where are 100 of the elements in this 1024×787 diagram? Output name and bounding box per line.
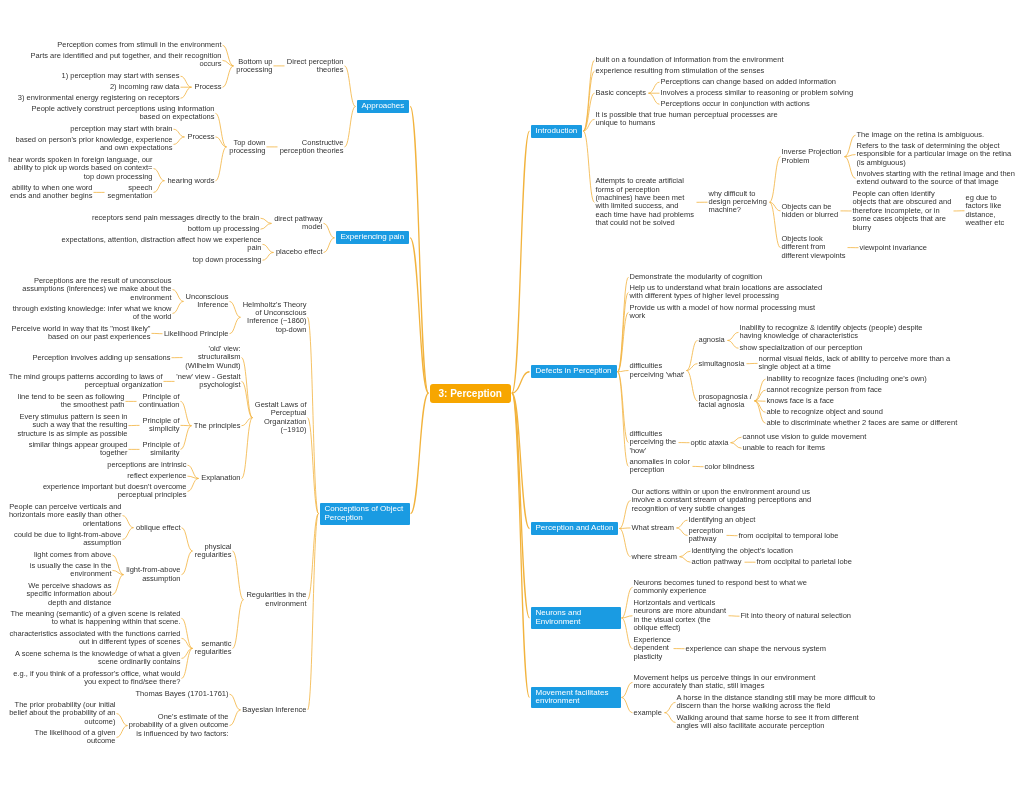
branch-topic-box: Introduction	[530, 124, 583, 138]
connector-line	[222, 44, 234, 67]
connector-line	[409, 105, 430, 394]
connector-line	[323, 223, 335, 239]
connector-line	[180, 401, 192, 427]
connector-line	[511, 130, 531, 394]
connector-line	[746, 363, 758, 365]
connector-line	[754, 378, 766, 402]
connector-line	[621, 697, 633, 714]
connector-line	[307, 417, 319, 514]
connector-line	[409, 392, 430, 515]
connector-line	[222, 60, 234, 67]
connector-line	[648, 92, 660, 105]
connector-line	[618, 528, 631, 558]
connector-line	[511, 371, 531, 394]
connector-line	[180, 86, 192, 88]
connector-line	[730, 436, 742, 444]
connector-line	[180, 75, 192, 88]
connector-line	[323, 237, 335, 253]
connector-line	[229, 316, 241, 335]
connector-line	[511, 392, 531, 699]
connector-line	[232, 550, 244, 601]
connector-line	[679, 556, 691, 563]
connector-line	[648, 92, 660, 94]
connector-line	[769, 156, 781, 203]
branch-topic-box: Perception and Action	[530, 522, 619, 535]
connector-line	[617, 292, 629, 373]
connector-line	[180, 86, 192, 99]
connector-line	[344, 106, 356, 148]
connector-line	[172, 289, 184, 302]
connector-line	[307, 316, 319, 514]
connector-line	[116, 725, 128, 738]
connector-line	[617, 371, 629, 467]
connector-line	[229, 301, 241, 318]
connector-line	[93, 192, 105, 193]
connector-line	[241, 417, 253, 479]
connector-line	[215, 136, 227, 148]
connector-line	[112, 554, 124, 576]
connector-line	[180, 425, 192, 427]
connector-line	[686, 363, 698, 371]
connector-line	[676, 527, 688, 536]
branch-topic-box: Neurons and Environment	[530, 607, 621, 629]
connector-line	[754, 400, 766, 424]
connector-line	[617, 370, 629, 373]
connector-line	[229, 709, 241, 726]
connector-line	[241, 357, 253, 419]
connector-line	[696, 201, 708, 203]
connector-line	[582, 92, 595, 132]
connector-line	[151, 333, 163, 335]
connector-line	[181, 638, 193, 649]
connector-line	[262, 252, 274, 261]
connector-line	[618, 500, 631, 529]
connector-line	[215, 146, 227, 182]
connector-line	[511, 392, 531, 530]
central-topic-box: 3: Perception	[429, 383, 511, 403]
connector-line	[260, 217, 272, 224]
connector-line	[262, 244, 274, 253]
connector-line	[122, 527, 134, 540]
connector-line	[128, 449, 140, 450]
connector-line	[582, 119, 595, 132]
connector-line	[727, 340, 739, 349]
connector-line	[187, 464, 199, 479]
connector-line	[844, 156, 856, 179]
branch-topic-box: Defects in Perception	[530, 365, 617, 379]
connector-line	[621, 615, 633, 619]
branch-topic-box: Experiencing pain	[335, 231, 410, 245]
branch-topic-box: Movement facilitates environment	[530, 686, 621, 709]
connector-line	[222, 65, 234, 88]
connector-line	[844, 134, 856, 158]
connector-line	[171, 357, 183, 359]
connector-line	[727, 332, 739, 341]
connector-line	[307, 513, 319, 711]
connector-line	[260, 223, 272, 230]
connector-line	[617, 312, 629, 373]
connector-line	[664, 712, 676, 723]
connector-line	[686, 340, 698, 371]
connector-line	[728, 615, 740, 617]
branch-topic-box: Conceptions of Object Perception	[319, 502, 410, 525]
connector-line	[730, 442, 742, 449]
connector-line	[173, 128, 185, 138]
connector-line	[621, 617, 633, 649]
connector-line	[692, 466, 704, 468]
connector-line	[686, 370, 698, 402]
connector-line	[181, 618, 193, 649]
connector-line	[582, 130, 595, 203]
connector-line	[726, 535, 738, 537]
connector-line	[754, 400, 766, 402]
connector-line	[181, 550, 193, 576]
connector-line	[847, 247, 859, 249]
connector-line	[173, 136, 185, 145]
connector-line	[344, 65, 356, 107]
connector-line	[840, 210, 852, 212]
connector-line	[181, 648, 193, 679]
connector-line	[679, 550, 691, 558]
connector-line	[122, 515, 134, 529]
connector-line	[181, 527, 193, 552]
connector-line	[621, 682, 633, 698]
connector-line	[116, 713, 128, 726]
connector-line	[754, 389, 766, 402]
connector-line	[215, 113, 227, 148]
